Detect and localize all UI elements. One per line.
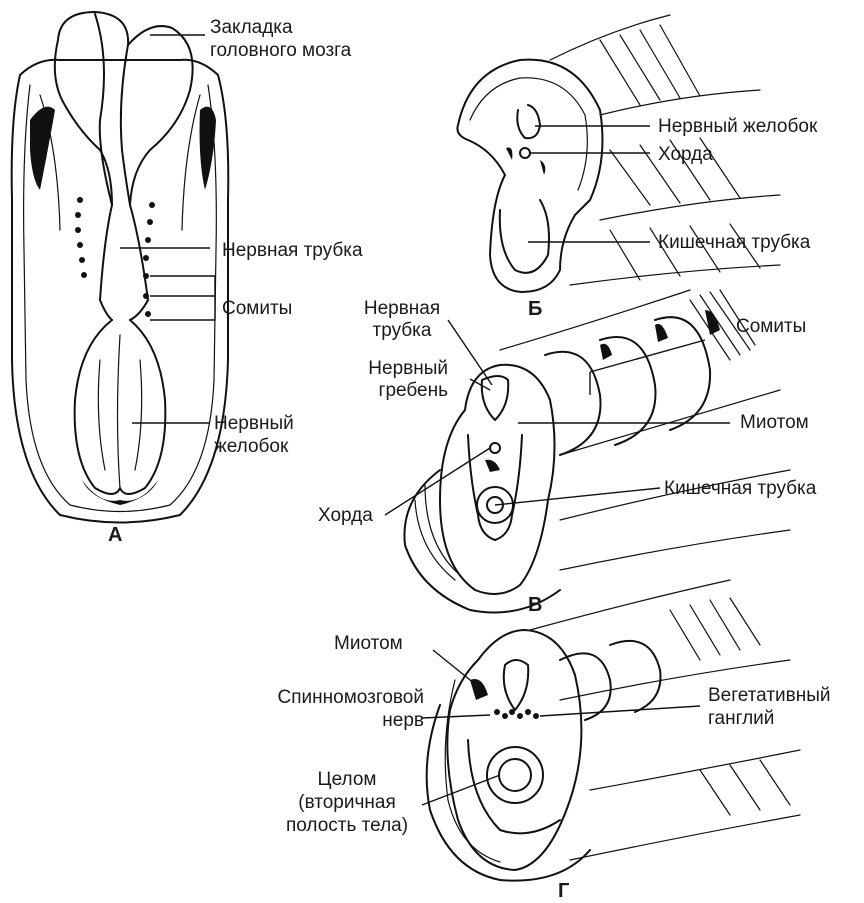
panel-letter-g: Г xyxy=(558,880,569,902)
label-brain-primordium: Закладка головного мозга xyxy=(210,16,351,62)
label-v-notochord: Хорда xyxy=(318,505,373,527)
panel-g-section-drawing xyxy=(422,580,800,881)
label-v-myotome: Миотом xyxy=(740,412,809,434)
label-g-myotome: Миотом xyxy=(334,633,403,655)
label-v-gut-tube: Кишечная трубка xyxy=(664,478,816,500)
label-a-neural-groove: Нервный желобок xyxy=(214,412,294,458)
panel-letter-v: В xyxy=(528,594,542,616)
label-b-notochord: Хорда xyxy=(658,144,713,166)
label-b-gut-tube: Кишечная трубка xyxy=(658,232,810,254)
label-v-neural-tube: Нервная трубка xyxy=(356,298,448,342)
label-b-neural-groove: Нервный желобок xyxy=(658,116,817,138)
panel-letter-b: Б xyxy=(528,298,542,320)
label-a-neural-tube: Нервная трубка xyxy=(222,240,363,262)
label-v-somites: Сомиты xyxy=(736,316,806,338)
label-v-neural-crest: Нервный гребень xyxy=(340,358,448,402)
label-g-spinal-nerve: Спинномозговой нерв xyxy=(232,686,424,732)
label-g-coelom: Целом (вторичная полость тела) xyxy=(262,768,432,837)
label-a-somites: Сомиты xyxy=(222,298,292,320)
panel-letter-a: А xyxy=(108,524,122,546)
label-g-autonomic-ganglion: Вегетативный ганглий xyxy=(708,684,831,730)
panel-a-embryo-drawing xyxy=(12,12,229,523)
